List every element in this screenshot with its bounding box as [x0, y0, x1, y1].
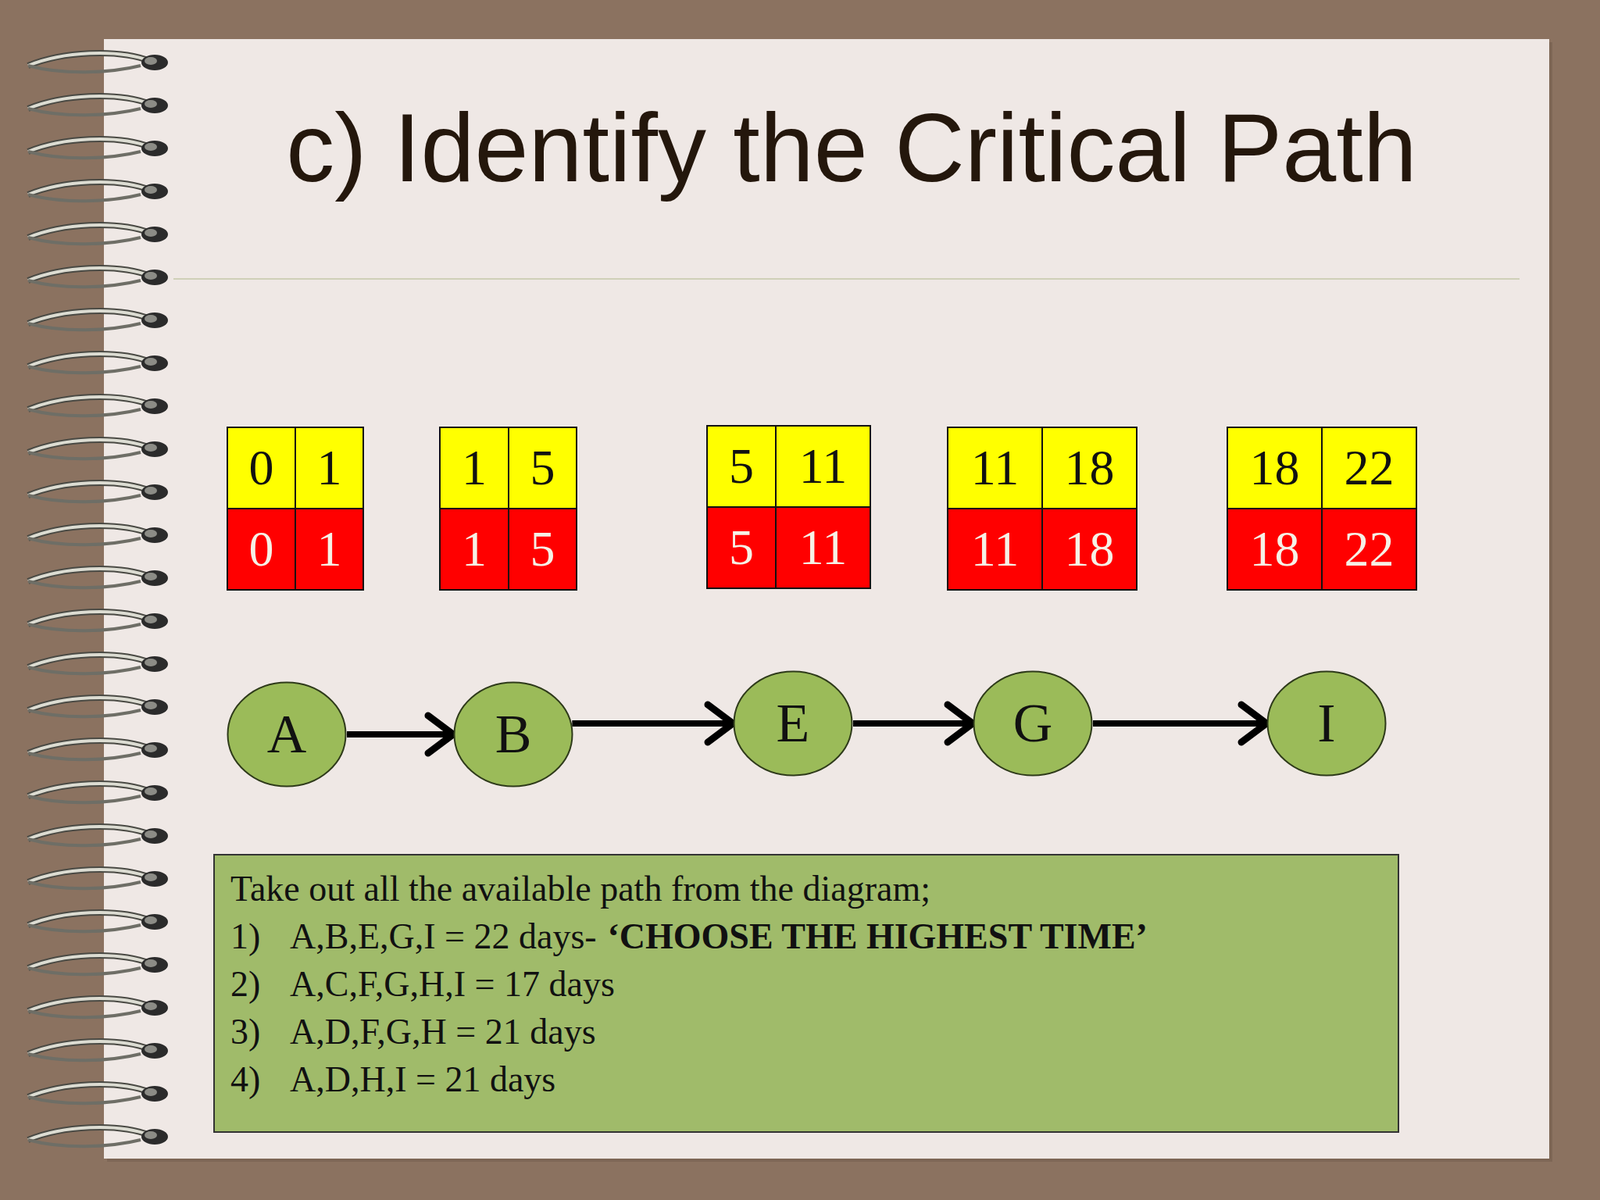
activity-letter: B — [453, 681, 574, 788]
time-value: 11 — [971, 439, 1020, 497]
arrow-head — [1241, 704, 1267, 743]
time-value: 18 — [1250, 439, 1300, 497]
latest-time-cell: 1 — [440, 509, 508, 590]
arrow-head — [947, 704, 973, 743]
latest-time-cell: 5 — [509, 509, 576, 590]
title-rule — [173, 278, 1520, 280]
activity-letter: A — [226, 681, 347, 788]
note-text: A,D,H,I = 21 days — [289, 1055, 556, 1104]
earliest-time-cell: 5 — [509, 428, 576, 508]
list-number: 3) — [230, 1007, 290, 1056]
time-value: 11 — [799, 437, 848, 496]
time-value: 5 — [530, 520, 556, 579]
time-value: 18 — [1064, 439, 1115, 497]
activity-node: B — [453, 681, 574, 788]
activity-node: G — [972, 670, 1093, 777]
activity-letter: G — [972, 670, 1093, 777]
time-value: 18 — [1250, 520, 1300, 579]
arrow-line — [571, 720, 733, 727]
list-number: 4) — [230, 1055, 290, 1104]
earliest-time-cell: 1 — [296, 428, 363, 508]
time-value: 11 — [799, 518, 848, 577]
latest-time-cell: 5 — [707, 507, 775, 588]
time-value: 0 — [249, 439, 275, 497]
earliest-time-cell: 0 — [228, 428, 295, 508]
note-line: 3)A,D,F,G,H = 21 days — [230, 1007, 1383, 1056]
latest-time-cell: 18 — [1228, 509, 1322, 590]
precedence-arrow — [346, 715, 454, 754]
earliest-time-cell: 11 — [776, 426, 870, 507]
note-text: Take out all the available path from the… — [230, 864, 931, 913]
note-line: 1)A,B,E,G,I = 22 days-‘CHOOSE THE HIGHES… — [230, 912, 1383, 961]
earliest-time-cell: 11 — [948, 428, 1042, 508]
activity-node: A — [226, 681, 347, 788]
time-value: 1 — [461, 520, 487, 579]
time-table: 11 18 11 18 — [946, 426, 1138, 591]
latest-time-cell: 0 — [228, 509, 295, 590]
activity-node: I — [1266, 670, 1387, 777]
arrow-line — [346, 731, 454, 738]
precedence-arrow — [853, 704, 973, 743]
activity-letter: E — [732, 670, 854, 777]
precedence-arrow — [1092, 704, 1267, 743]
emphasis-text: ‘CHOOSE THE HIGHEST TIME’ — [607, 912, 1147, 961]
time-value: 11 — [971, 520, 1020, 579]
latest-time-cell: 11 — [948, 509, 1042, 590]
time-value: 18 — [1064, 520, 1115, 579]
note-text: A,C,F,G,H,I = 17 days — [289, 960, 615, 1008]
note-line: Take out all the available path from the… — [230, 864, 1383, 913]
arrow-line — [1092, 720, 1267, 727]
time-value: 5 — [728, 518, 754, 577]
note-text: A,B,E,G,I = 22 days- — [289, 912, 597, 961]
time-value: 1 — [317, 439, 343, 497]
latest-time-cell: 22 — [1322, 509, 1416, 590]
time-table: 0101 — [226, 426, 365, 591]
latest-time-cell: 18 — [1042, 509, 1136, 590]
time-value: 1 — [461, 439, 487, 497]
precedence-arrow — [571, 704, 733, 743]
activity-letter: I — [1266, 670, 1387, 777]
list-number: 1) — [230, 912, 290, 961]
notebook-page — [103, 39, 1550, 1159]
time-table: 18 22 18 22 — [1226, 426, 1418, 591]
earliest-time-cell: 1 — [440, 428, 508, 508]
spiral-binding — [28, 53, 168, 1147]
time-table: 5 11 5 11 — [706, 425, 872, 590]
note-text: A,D,F,G,H = 21 days — [289, 1007, 597, 1056]
arrow-line — [853, 720, 973, 727]
earliest-time-cell: 22 — [1322, 428, 1416, 508]
time-value: 1 — [317, 520, 343, 579]
arrow-head — [428, 715, 454, 754]
time-value: 22 — [1344, 520, 1395, 579]
time-value: 0 — [249, 520, 275, 579]
time-table: 1515 — [439, 426, 578, 591]
list-number: 2) — [230, 960, 290, 1008]
slide-title: c) Identify the Critical Path — [148, 92, 1555, 204]
note-box: Take out all the available path from the… — [213, 853, 1400, 1133]
note-line: 4)A,D,H,I = 21 days — [230, 1055, 1383, 1104]
earliest-time-cell: 18 — [1228, 428, 1322, 508]
note-line: 2)A,C,F,G,H,I = 17 days — [230, 960, 1383, 1008]
time-value: 22 — [1344, 439, 1395, 497]
earliest-time-cell: 5 — [707, 426, 775, 507]
activity-node: E — [732, 670, 854, 777]
time-value: 5 — [728, 437, 754, 496]
earliest-time-cell: 18 — [1042, 428, 1136, 508]
latest-time-cell: 1 — [296, 509, 363, 590]
arrow-head — [707, 704, 733, 743]
time-value: 5 — [530, 439, 556, 497]
latest-time-cell: 11 — [776, 507, 870, 588]
